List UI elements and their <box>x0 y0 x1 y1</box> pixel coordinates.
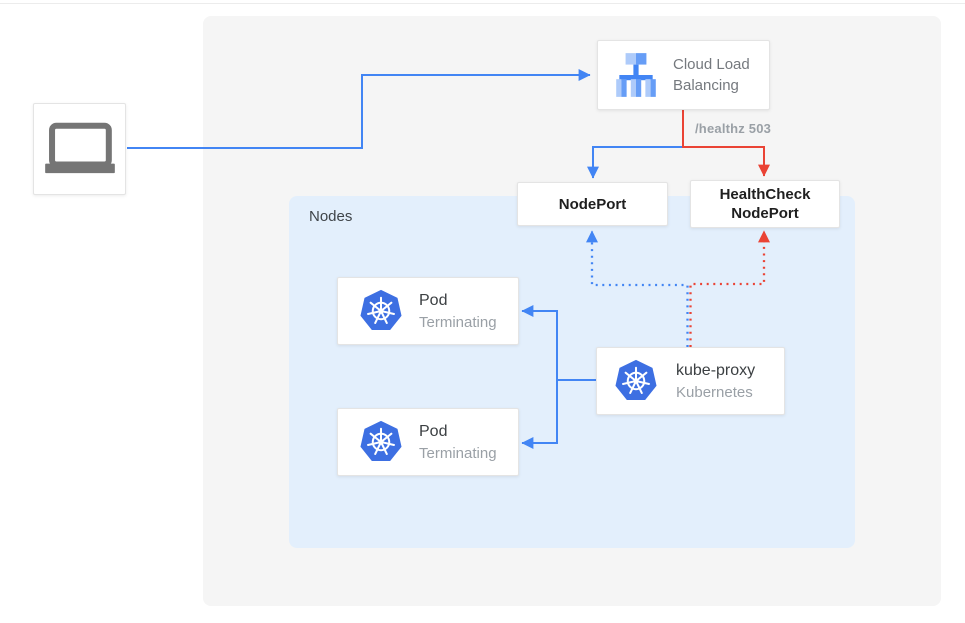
kube-proxy-text: kube-proxy Kubernetes <box>676 361 755 402</box>
pod-node-1: Pod Terminating <box>337 277 519 345</box>
client-device-node <box>33 103 126 195</box>
nodeport-node: NodePort <box>517 182 668 226</box>
kube-proxy-subtitle: Kubernetes <box>676 383 753 401</box>
pod-2-status: Terminating <box>419 444 497 462</box>
pod-2-title: Pod <box>419 422 448 440</box>
pod-1-text: Pod Terminating <box>419 291 497 332</box>
pod-node-2: Pod Terminating <box>337 408 519 476</box>
cloud-load-balancing-label: Cloud Load Balancing <box>673 56 750 94</box>
kube-proxy-node: kube-proxy Kubernetes <box>596 347 785 415</box>
pod-1-status: Terminating <box>419 313 497 331</box>
healthz-status-label: /healthz 503 <box>695 121 772 136</box>
load-balancer-icon <box>616 53 656 97</box>
kubernetes-icon <box>614 359 658 402</box>
healthcheck-nodeport-node: HealthCheck NodePort <box>690 180 840 228</box>
nodeport-label: NodePort <box>558 195 627 213</box>
kubernetes-icon <box>359 289 403 332</box>
pod-1-title: Pod <box>419 291 448 309</box>
cloud-load-balancing-node: Cloud Load Balancing <box>597 40 770 110</box>
kube-proxy-title: kube-proxy <box>676 361 756 379</box>
healthcheck-nodeport-label: HealthCheck NodePort <box>719 186 811 222</box>
nodes-group-label: Nodes <box>309 208 353 225</box>
kubernetes-icon <box>359 420 403 463</box>
pod-2-text: Pod Terminating <box>419 422 497 463</box>
top-divider <box>0 3 965 4</box>
laptop-icon <box>40 109 120 189</box>
